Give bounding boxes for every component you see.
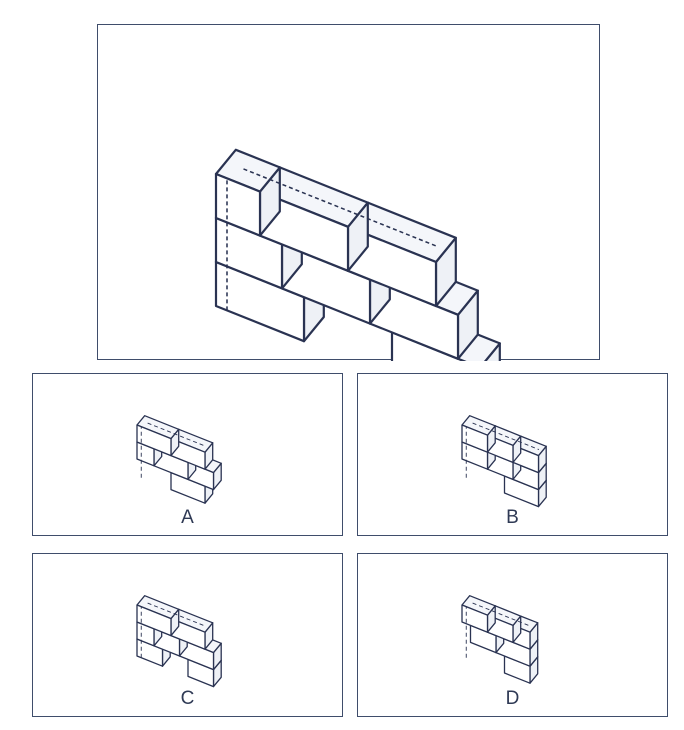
wall-of-bricks-figure <box>214 148 501 361</box>
option-c-figure <box>136 595 222 688</box>
option-c-label: C <box>180 688 195 709</box>
option-b-top-dashed-line <box>472 422 540 450</box>
option-c-top-dashed-line <box>147 602 206 627</box>
option-a-panel[interactable]: A <box>32 373 343 536</box>
question-figure-panel <box>97 24 600 361</box>
option-b-brick-6-front-face <box>461 424 489 453</box>
option-a-figure <box>136 415 222 504</box>
option-c-panel[interactable]: C <box>32 553 343 717</box>
option-b-figure <box>461 415 547 508</box>
option-d-label: D <box>505 688 520 709</box>
option-d-top-dashed-line <box>472 602 531 627</box>
option-c-brick-6-front-face <box>136 604 172 637</box>
option-a-brick-5-front-face <box>136 424 172 457</box>
option-a-label: A <box>181 507 194 528</box>
option-a-top-dashed-line <box>147 422 206 447</box>
option-d-panel[interactable]: D <box>357 553 668 717</box>
option-d-brick-5-front-face <box>461 604 489 633</box>
option-b-label: B <box>506 507 519 528</box>
option-b-panel[interactable]: B <box>357 373 668 536</box>
option-d-figure <box>461 595 539 684</box>
